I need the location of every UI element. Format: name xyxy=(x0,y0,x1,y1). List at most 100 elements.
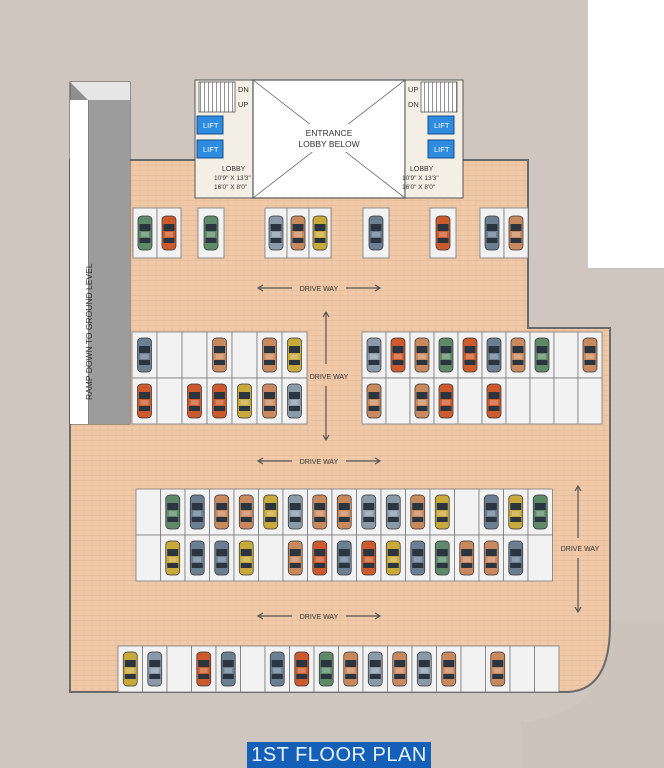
car-icon xyxy=(312,540,328,576)
car-icon xyxy=(336,540,352,576)
parking-bay xyxy=(231,331,258,379)
car-icon xyxy=(532,494,548,530)
car-icon xyxy=(262,383,277,419)
parking-bay xyxy=(534,645,560,693)
car-icon xyxy=(414,383,430,419)
car-icon xyxy=(414,337,430,373)
car-icon xyxy=(203,215,219,251)
car-icon xyxy=(441,651,457,687)
parking-bay xyxy=(460,645,486,693)
entrance-label-1: ENTRANCE xyxy=(306,128,353,138)
car-icon xyxy=(343,651,359,687)
car-icon xyxy=(385,540,401,576)
drive-way-label-3: DRIVE WAY xyxy=(300,459,339,466)
car-icon xyxy=(390,337,406,373)
car-icon xyxy=(196,651,212,687)
up-label: UP xyxy=(238,100,248,109)
left-core: DN UP LIFT LIFT LOBBY 10'9" X 13'3" 16'0… xyxy=(194,79,254,199)
car-icon xyxy=(366,337,382,373)
car-icon xyxy=(361,494,377,530)
parking-bay xyxy=(527,534,553,582)
car-icon xyxy=(434,540,450,576)
parking-bay xyxy=(135,534,161,582)
lobby-left-name: LOBBY xyxy=(222,166,246,173)
site-corner xyxy=(522,620,664,768)
car-icon xyxy=(165,540,181,576)
car-icon xyxy=(318,651,334,687)
car-icon xyxy=(582,337,598,373)
parking-bay xyxy=(457,377,483,425)
parking-bay xyxy=(240,645,266,693)
car-icon xyxy=(366,383,382,419)
car-icon xyxy=(122,651,138,687)
car-icon xyxy=(434,494,450,530)
ramp: RAMP DOWN TO GROUND LEVEL xyxy=(69,81,131,425)
car-icon xyxy=(189,494,205,530)
lobby-left-dim1: 10'9" X 13'3" xyxy=(214,175,251,182)
car-icon xyxy=(287,540,303,576)
car-icon xyxy=(392,651,408,687)
car-icon xyxy=(438,383,454,419)
car-icon xyxy=(462,337,478,373)
drive-way-label-5: DRIVE WAY xyxy=(300,614,339,621)
right-core: UP DN LIFT LIFT LOBBY 10'9" X 13'3" 16'0… xyxy=(402,79,464,199)
car-icon xyxy=(484,215,500,251)
stairs-icon xyxy=(420,81,458,113)
car-icon xyxy=(508,540,524,576)
car-icon xyxy=(287,337,302,373)
drive-way-label-4: DRIVE WAY xyxy=(561,546,600,553)
car-icon xyxy=(137,337,152,373)
lift-4-label: LIFT xyxy=(434,145,450,154)
car-icon xyxy=(165,494,181,530)
entrance-lobby: ENTRANCE LOBBY BELOW xyxy=(252,79,406,199)
lobby-right-dim1: 10'9" X 13'3" xyxy=(402,175,439,182)
parking-bay xyxy=(454,488,480,536)
car-icon xyxy=(187,383,202,419)
car-icon xyxy=(238,540,254,576)
lobby-right-dim2: 16'0" X 8'0" xyxy=(402,184,436,191)
drive-way-label-1: DRIVE WAY xyxy=(300,286,339,293)
car-icon xyxy=(268,215,284,251)
parking-bay xyxy=(385,377,411,425)
car-icon xyxy=(263,494,279,530)
car-icon xyxy=(410,494,426,530)
car-icon xyxy=(287,383,302,419)
parking-bay xyxy=(577,377,603,425)
lobby-right-name: LOBBY xyxy=(410,166,434,173)
car-icon xyxy=(262,337,277,373)
car-icon xyxy=(212,337,227,373)
parking-bay xyxy=(156,377,183,425)
parking-bay xyxy=(505,377,531,425)
drive-way-label-2: DRIVE WAY xyxy=(310,374,349,381)
car-icon xyxy=(312,215,328,251)
parked-cars xyxy=(122,215,598,687)
car-icon xyxy=(510,337,526,373)
parking-bay xyxy=(529,377,555,425)
lift-1 xyxy=(196,115,224,135)
car-icon xyxy=(212,383,227,419)
car-icon xyxy=(294,651,310,687)
car-icon xyxy=(238,494,254,530)
parking-bay xyxy=(166,645,192,693)
up-label: UP xyxy=(408,85,418,94)
car-icon xyxy=(508,215,524,251)
parking-bay xyxy=(258,534,284,582)
lift-2-label: LIFT xyxy=(203,145,219,154)
car-icon xyxy=(214,494,230,530)
dn-label: DN xyxy=(238,85,249,94)
lift-3 xyxy=(427,115,455,135)
car-icon xyxy=(220,651,236,687)
car-icon xyxy=(483,494,499,530)
car-icon xyxy=(287,494,303,530)
lift-2 xyxy=(196,139,224,159)
car-icon xyxy=(486,383,502,419)
car-icon xyxy=(490,651,506,687)
parking-bay xyxy=(553,331,579,379)
car-icon xyxy=(336,494,352,530)
lift-3-label: LIFT xyxy=(434,121,450,130)
car-icon xyxy=(367,651,383,687)
car-icon xyxy=(416,651,432,687)
car-icon xyxy=(508,494,524,530)
car-icon xyxy=(137,215,153,251)
